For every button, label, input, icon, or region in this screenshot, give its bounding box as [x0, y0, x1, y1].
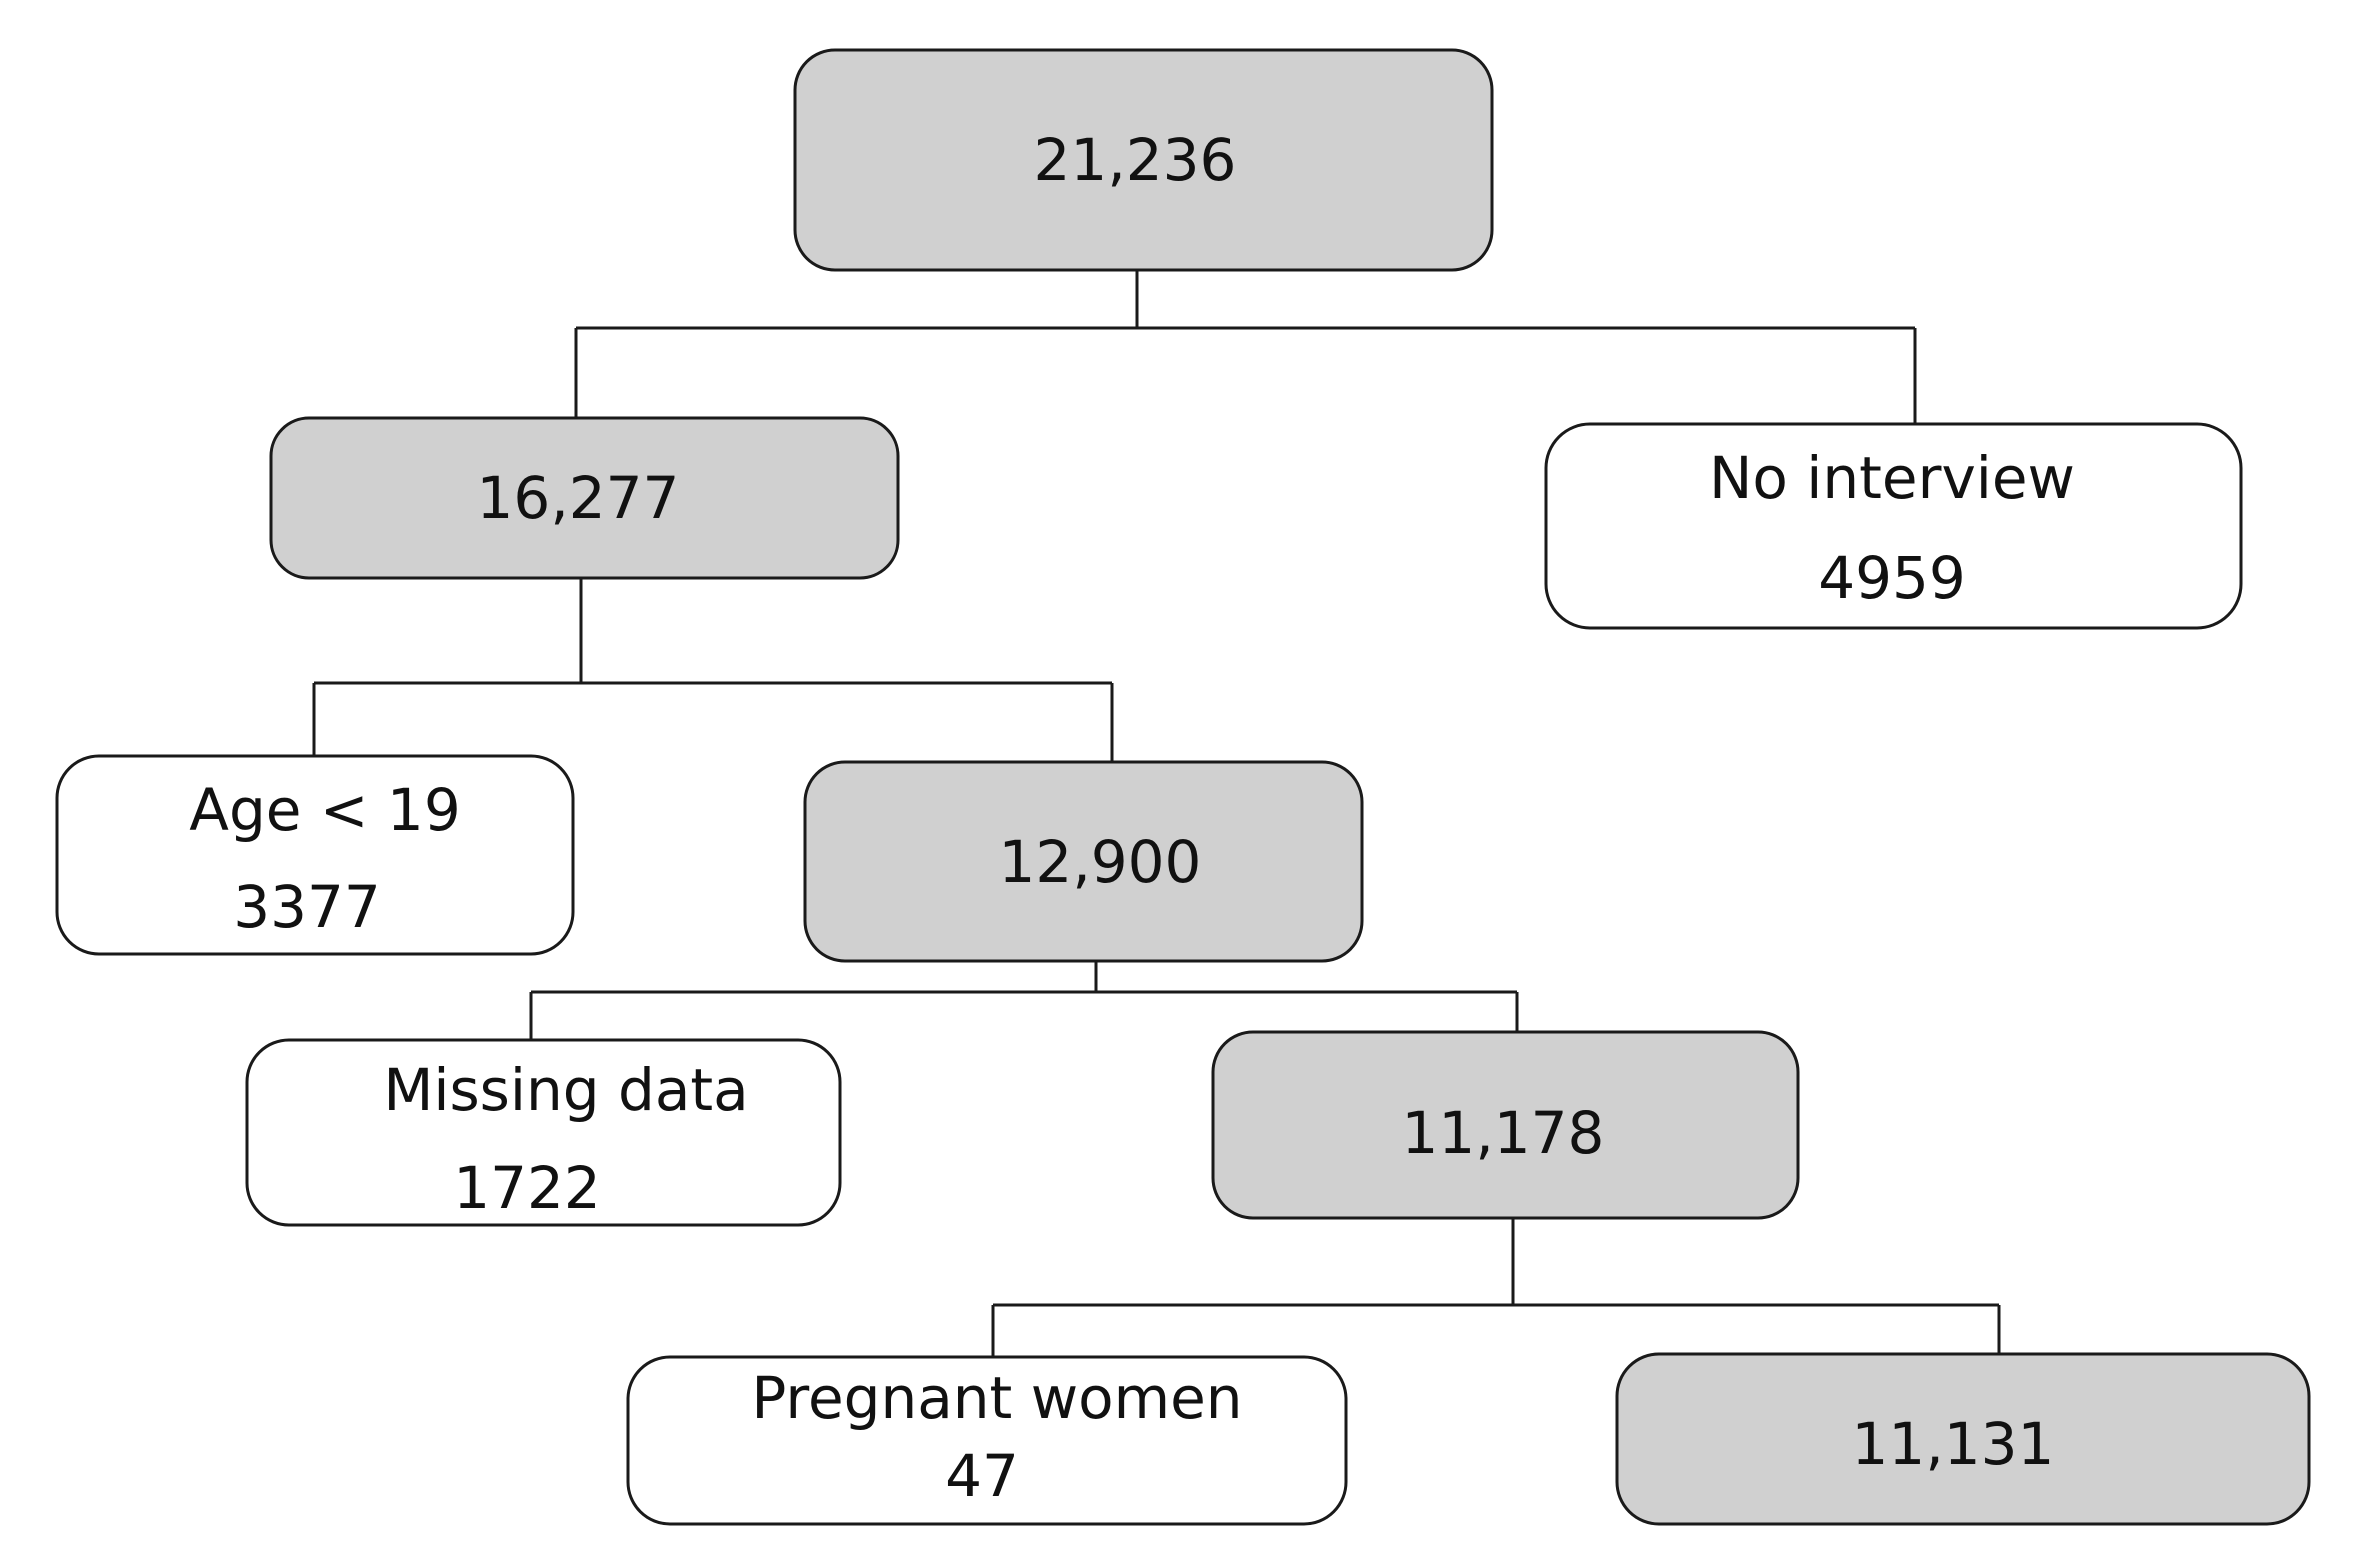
node-missing-data-label: Missing data	[383, 1056, 748, 1124]
node-final-count: 11,131	[1852, 1410, 2055, 1478]
node-total-box	[793, 48, 1494, 272]
node-pregnant-count: 47	[945, 1442, 1019, 1510]
node-no-interview-count: 4959	[1818, 544, 1966, 612]
node-pregnant: Pregnant women 47	[626, 1355, 1348, 1526]
node-total-count: 21,236	[1034, 126, 1237, 194]
node-age-excluded-box	[55, 754, 575, 956]
connectors	[312, 270, 2001, 1357]
node-total: 21,236	[793, 48, 1494, 272]
node-after-age-box	[803, 760, 1364, 963]
node-age-excluded: Age < 19 3377	[55, 754, 575, 956]
node-missing-data-count: 1722	[453, 1154, 601, 1222]
connector-12900-split	[529, 961, 1519, 1040]
node-after-missing-box	[1211, 1030, 1800, 1220]
node-age-excluded-count: 3377	[233, 873, 381, 941]
connector-16277-split	[312, 578, 1114, 762]
node-final: 11,131	[1615, 1352, 2311, 1526]
node-age-excluded-label: Age < 19	[189, 776, 460, 844]
connector-total-split	[574, 270, 1917, 424]
node-pregnant-label: Pregnant women	[751, 1364, 1242, 1432]
node-after-interview: 16,277	[269, 416, 900, 580]
node-no-interview: No interview 4959	[1544, 422, 2243, 630]
node-after-missing-count: 11,178	[1402, 1099, 1605, 1167]
node-no-interview-box	[1544, 422, 2243, 630]
node-final-box	[1615, 1352, 2311, 1526]
node-after-missing: 11,178	[1211, 1030, 1800, 1220]
node-pregnant-box	[626, 1355, 1348, 1526]
node-after-age-count: 12,900	[999, 828, 1202, 896]
node-missing-data-box	[245, 1038, 842, 1227]
node-missing-data: Missing data 1722	[245, 1038, 842, 1227]
connector-11178-split	[991, 1218, 2001, 1357]
node-no-interview-label: No interview	[1709, 444, 2075, 512]
node-after-interview-count: 16,277	[477, 464, 680, 532]
node-after-interview-box	[269, 416, 900, 580]
node-after-age: 12,900	[803, 760, 1364, 963]
